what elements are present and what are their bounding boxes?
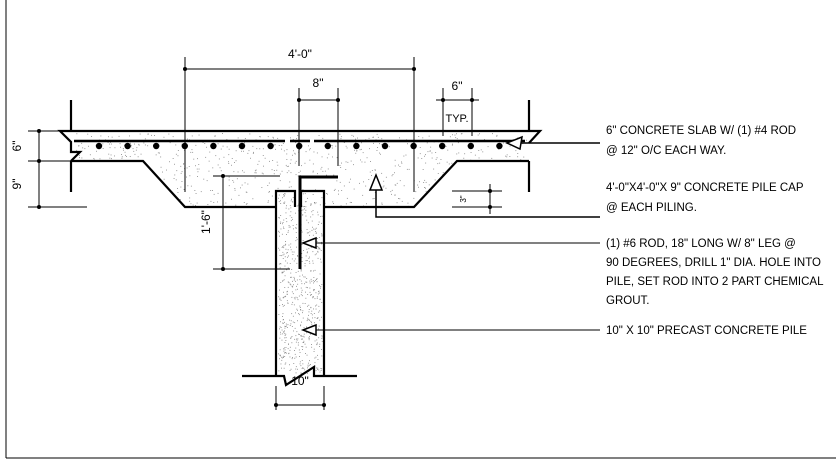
rebar-dot: [95, 142, 103, 150]
rebar-dot: [210, 142, 217, 150]
rebar-dot: [353, 142, 360, 150]
dim-label: 6": [452, 79, 463, 93]
dim-spacing: 6" TYP.: [436, 79, 479, 136]
dim-label: 8": [313, 76, 324, 90]
rebar-dot: [324, 142, 331, 150]
dim-rod-leg: 8": [297, 76, 340, 166]
note-rod: (1) #6 ROD, 18" LONG W/ 8" LEG @ 90 DEGR…: [606, 238, 826, 307]
slab-break-left: [57, 129, 83, 162]
dim-slab-cap-depth: 6" 9": [10, 129, 87, 209]
dim-cover: 3": [452, 184, 502, 214]
rebar-dot: [267, 142, 274, 150]
dim-label: 9": [10, 179, 24, 190]
pile-stipple: [278, 193, 323, 374]
rebar-dot: [238, 142, 246, 150]
dowel-rod: [298, 175, 338, 269]
dim-label: 4'-0": [288, 47, 312, 61]
leader-rod: [300, 236, 600, 250]
dim-cap-width: 4'-0": [183, 47, 416, 192]
rebar-dot: [381, 142, 389, 150]
note-slab: 6" CONCRETE SLAB W/ (1) #4 ROD @ 12" O/C…: [606, 125, 799, 157]
rebar-dot: [496, 142, 503, 150]
slab-break-right: [528, 129, 543, 144]
leader-pile: [300, 323, 600, 337]
note-pile-cap: 4'-0"X4'-0"X 9" CONCRETE PILE CAP @ EACH…: [606, 182, 807, 214]
slab-and-pile-cap: [60, 131, 540, 207]
rebar-dot: [124, 142, 131, 150]
leader-pile-cap: [368, 172, 600, 218]
leader-slab: [505, 135, 600, 151]
dim-rod-embed: 1'-6": [199, 174, 290, 271]
dim-note: TYP.: [445, 113, 468, 125]
pile-top-left: [274, 189, 297, 207]
dim-label: 1'-6": [199, 210, 213, 234]
dim-pile-width: 10": [274, 374, 326, 410]
rebar-dot: [467, 142, 474, 150]
dim-label: 3": [459, 195, 468, 202]
rebar-dot: [153, 142, 160, 150]
pile-break-ground: [242, 364, 357, 387]
rebar-dot: [439, 142, 446, 150]
note-pile: 10" X 10" PRECAST CONCRETE PILE: [606, 325, 807, 337]
dim-label: 10": [291, 374, 309, 388]
dim-label: 6": [10, 141, 24, 152]
